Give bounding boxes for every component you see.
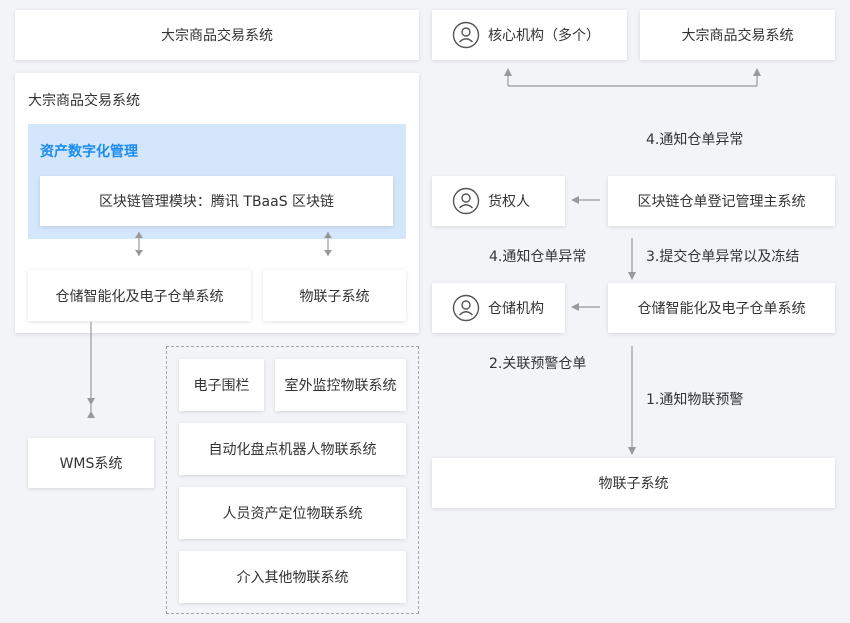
iot-item-outdoor-monitor: 室外监控物联系统: [275, 359, 406, 411]
blockchain-module-box: 区块链管理模块：腾讯 TBaaS 区块链: [40, 176, 393, 226]
label-submit: 3.提交仓单异常以及冻结: [646, 249, 800, 265]
iot-item-label: 自动化盘点机器人物联系统: [208, 442, 377, 458]
core-institution-label: 核心机构（多个）: [488, 28, 600, 44]
label-notify-left: 4.通知仓单异常: [489, 249, 587, 265]
left-iot-system-box: 物联子系统: [263, 270, 406, 321]
owner-label: 货权人: [488, 194, 530, 210]
iot-group-dashed-frame: [166, 346, 419, 614]
wms-label: WMS系统: [59, 456, 123, 472]
arrowhead-up-warehouse-wms: [87, 411, 95, 418]
iot-item-other: 介入其他物联系统: [179, 551, 406, 603]
asset-digital-title: 资产数字化管理: [40, 144, 138, 160]
iot-item-label: 介入其他物联系统: [236, 570, 349, 586]
storage-org-label: 仓储机构: [488, 301, 544, 317]
right-trade-system-label: 大宗商品交易系统: [681, 28, 794, 44]
core-institution-box: 核心机构（多个）: [432, 10, 627, 60]
right-warehouse-system-box: 仓储智能化及电子仓单系统: [608, 283, 835, 333]
iot-item-label: 电子围栏: [193, 378, 250, 394]
right-warehouse-system-label: 仓储智能化及电子仓单系统: [637, 301, 806, 317]
iot-item-label: 室外监控物联系统: [284, 378, 397, 394]
user-circle-icon: [452, 187, 480, 215]
owner-box: 货权人: [432, 176, 565, 226]
user-circle-icon: [452, 21, 480, 49]
arrowhead-down-warehouse-wms: [87, 398, 95, 405]
trade-system-top-label: 大宗商品交易系统: [161, 28, 273, 44]
iot-item-label: 人员资产定位物联系统: [222, 506, 363, 522]
registry-box: 区块链仓单登记管理主系统: [608, 176, 835, 226]
left-warehouse-system-label: 仓储智能化及电子仓单系统: [55, 288, 224, 305]
iot-item-asset-positioning: 人员资产定位物联系统: [179, 487, 406, 539]
trade-system-panel-title: 大宗商品交易系统: [28, 93, 140, 109]
storage-org-box: 仓储机构: [432, 283, 565, 333]
left-warehouse-system-box: 仓储智能化及电子仓单系统: [28, 270, 251, 321]
label-notify-top: 4.通知仓单异常: [646, 132, 744, 148]
blockchain-module-label: 区块链管理模块：腾讯 TBaaS 区块链: [98, 194, 335, 210]
iot-item-fence: 电子围栏: [179, 359, 264, 411]
right-iot-system-box: 物联子系统: [432, 458, 835, 508]
trade-system-top-box: 大宗商品交易系统: [15, 10, 419, 60]
right-iot-system-label: 物联子系统: [598, 476, 669, 492]
registry-label: 区块链仓单登记管理主系统: [637, 194, 806, 210]
label-notify-iot: 1.通知物联预警: [646, 392, 744, 408]
left-iot-system-label: 物联子系统: [299, 288, 370, 305]
wms-box: WMS系统: [28, 438, 154, 488]
right-trade-system-box: 大宗商品交易系统: [640, 10, 835, 60]
label-link-warning: 2.关联预警仓单: [489, 356, 587, 372]
user-circle-icon: [452, 294, 480, 322]
iot-item-robot-inventory: 自动化盘点机器人物联系统: [179, 423, 406, 475]
